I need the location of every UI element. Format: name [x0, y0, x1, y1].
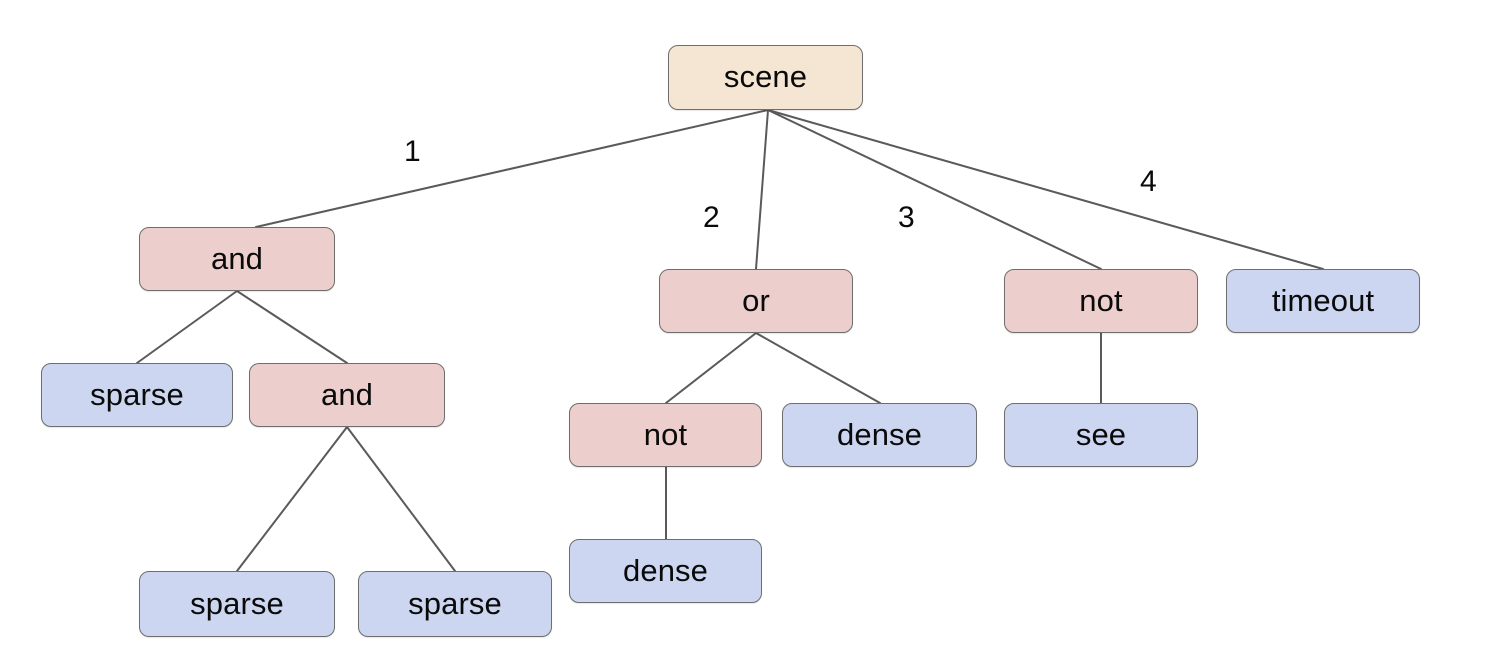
edge-scene-to-or1: [755, 109, 769, 270]
node-label: timeout: [1271, 282, 1375, 318]
node-label: dense: [623, 552, 708, 588]
edge-or1-to-not2: [665, 332, 757, 404]
node-label: and: [320, 376, 374, 412]
node-and2[interactable]: and: [249, 363, 445, 427]
edge-label-1: 1: [404, 135, 421, 168]
node-label: sparse: [190, 585, 284, 621]
edge-and2-to-sparse2: [236, 426, 348, 572]
node-label: not: [643, 416, 688, 452]
node-see1[interactable]: see: [1004, 403, 1198, 467]
node-sparse1[interactable]: sparse: [41, 363, 233, 427]
edge-label-3: 3: [898, 201, 915, 234]
node-label: sparse: [408, 585, 502, 621]
node-sparse3[interactable]: sparse: [358, 571, 552, 637]
edge-or1-to-dense1: [755, 332, 881, 404]
node-dense1[interactable]: dense: [782, 403, 977, 467]
node-label: or: [742, 282, 770, 318]
node-or1[interactable]: or: [659, 269, 853, 333]
edge-scene-to-not1: [767, 109, 1102, 270]
node-not1[interactable]: not: [1004, 269, 1198, 333]
node-label: scene: [723, 59, 808, 94]
node-scene[interactable]: scene: [668, 45, 863, 110]
edge-scene-to-timeout1: [767, 109, 1324, 270]
edge-scene-to-and1: [255, 109, 769, 228]
node-not2[interactable]: not: [569, 403, 762, 467]
node-dense2[interactable]: dense: [569, 539, 762, 603]
node-label: not: [1079, 282, 1123, 318]
edge-and1-to-and2: [236, 290, 348, 364]
node-label: dense: [837, 416, 922, 452]
node-sparse2[interactable]: sparse: [139, 571, 335, 637]
node-and1[interactable]: and: [139, 227, 335, 291]
node-label: sparse: [90, 376, 184, 412]
edge-and1-to-sparse1: [136, 290, 238, 364]
edge-label-4: 4: [1140, 165, 1157, 198]
edge-label-2: 2: [703, 201, 720, 234]
node-timeout1[interactable]: timeout: [1226, 269, 1420, 333]
node-label: see: [1075, 416, 1127, 452]
node-label: and: [210, 240, 264, 276]
edge-and2-to-sparse3: [346, 426, 456, 572]
